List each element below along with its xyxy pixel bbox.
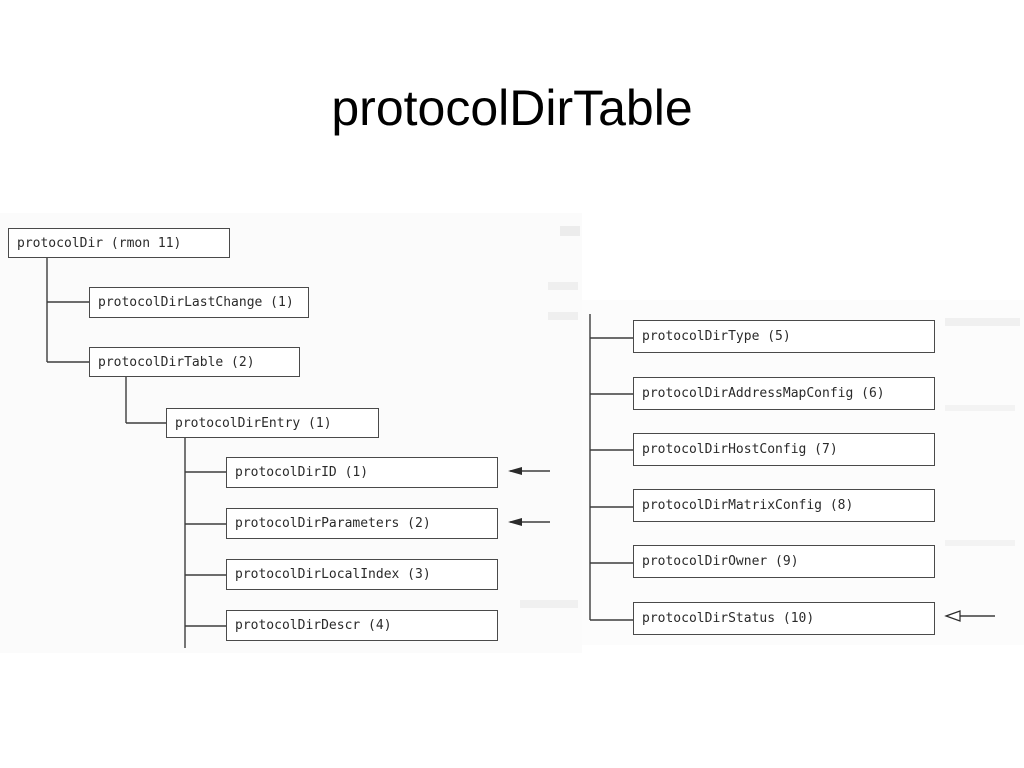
- node-protocol-dir-owner: protocolDirOwner (9): [633, 545, 935, 578]
- node-protocol-dir-type: protocolDirType (5): [633, 320, 935, 353]
- slide-title: protocolDirTable: [331, 80, 693, 136]
- node-protocol-dir-descr: protocolDirDescr (4): [226, 610, 498, 641]
- node-protocol-dir-table: protocolDirTable (2): [89, 347, 300, 377]
- node-protocol-dir-entry: protocolDirEntry (1): [166, 408, 379, 438]
- node-protocol-dir-host-config: protocolDirHostConfig (7): [633, 433, 935, 466]
- node-protocol-dir-last-change: protocolDirLastChange (1): [89, 287, 309, 318]
- node-protocol-dir-status: protocolDirStatus (10): [633, 602, 935, 635]
- node-protocol-dir-id: protocolDirID (1): [226, 457, 498, 488]
- scanned-page-background-right: [582, 300, 1024, 645]
- node-protocol-dir-address-map-config: protocolDirAddressMapConfig (6): [633, 377, 935, 410]
- node-protocol-dir-matrix-config: protocolDirMatrixConfig (8): [633, 489, 935, 522]
- node-protocol-dir-local-index: protocolDirLocalIndex (3): [226, 559, 498, 590]
- node-protocol-dir-parameters: protocolDirParameters (2): [226, 508, 498, 539]
- node-protocol-dir: protocolDir (rmon 11): [8, 228, 230, 258]
